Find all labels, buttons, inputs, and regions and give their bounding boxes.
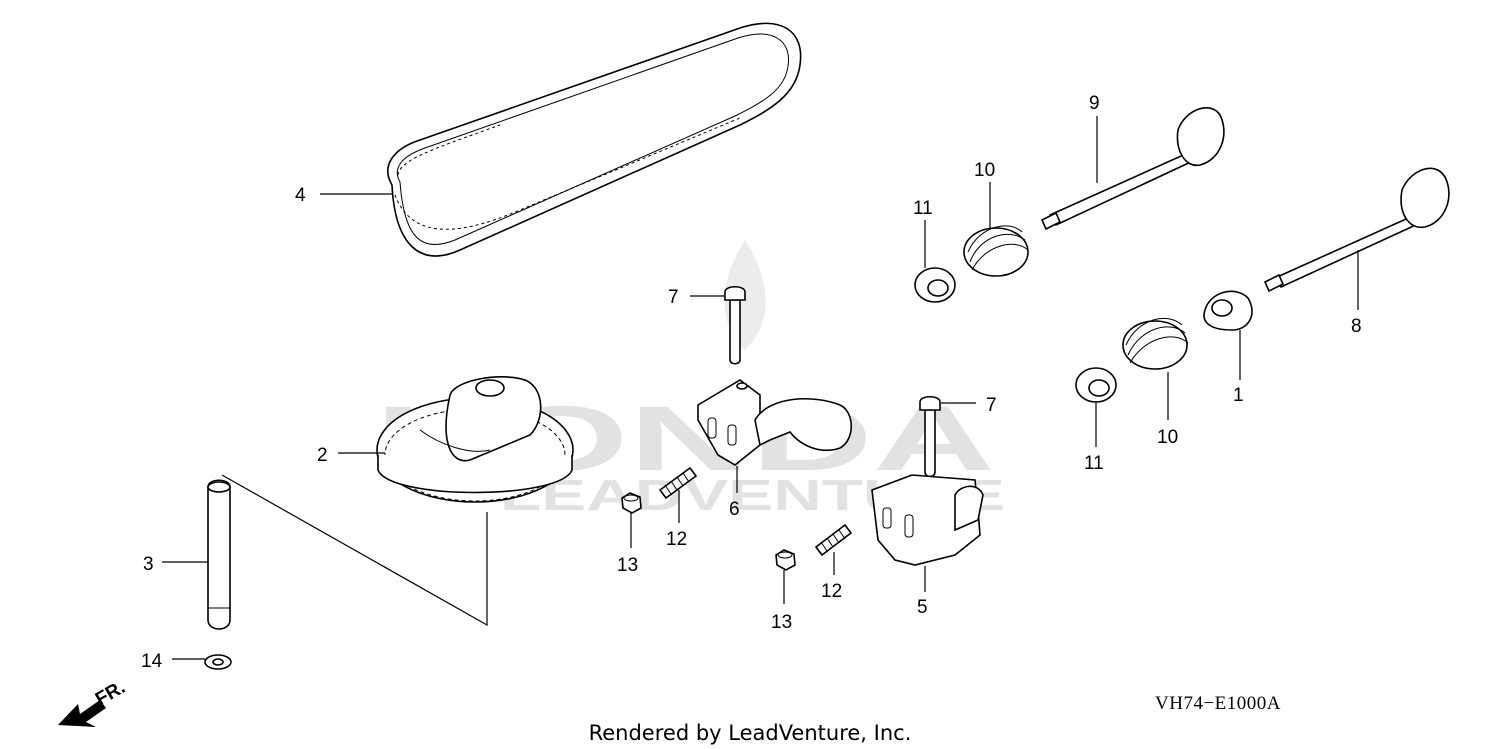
washer (204, 654, 232, 670)
adjusting-stud (658, 466, 698, 500)
pivot-bolt (724, 285, 746, 365)
callout-3: 3 (143, 554, 154, 575)
camshaft-pin (207, 479, 231, 630)
callout-13a: 13 (617, 555, 638, 576)
rocker-arm (697, 379, 853, 466)
callout-13b: 13 (771, 612, 792, 633)
callout-7a: 7 (668, 287, 679, 308)
callout-2: 2 (317, 445, 328, 466)
callout-1: 1 (1233, 385, 1244, 406)
adjusting-stud (814, 523, 853, 557)
callout-11a: 11 (913, 198, 933, 219)
valve-stem-seal (1203, 290, 1253, 331)
valve (1040, 106, 1225, 231)
callout-9: 9 (1089, 93, 1100, 114)
spring-retainer (1075, 367, 1117, 403)
camshaft-gear (376, 376, 574, 503)
callout-14: 14 (141, 651, 163, 672)
leader-lines (162, 116, 1359, 660)
valve-spring (1122, 317, 1189, 370)
valve (1263, 167, 1450, 293)
callout-5: 5 (917, 597, 928, 618)
rocker-arm (871, 474, 984, 566)
spring-retainer (914, 267, 956, 303)
callout-12b: 12 (821, 581, 842, 602)
callout-12a: 12 (666, 529, 687, 550)
callout-labels: 4 2 3 14 7 7 6 5 12 12 13 13 9 8 10 10 1… (141, 93, 1362, 672)
callout-8: 8 (1351, 316, 1362, 337)
valve-spring (963, 225, 1029, 277)
front-direction-arrow: FR. (58, 677, 129, 727)
callout-4: 4 (295, 185, 306, 206)
diagram-code: VH74−E1000A (1155, 693, 1281, 714)
adjusting-nut (621, 492, 642, 514)
callout-7b: 7 (986, 395, 997, 416)
callout-11b: 11 (1084, 453, 1104, 474)
callout-10b: 10 (1157, 427, 1178, 448)
adjusting-nut (775, 549, 796, 571)
callout-6: 6 (729, 499, 740, 520)
render-credit: Rendered by LeadVenture, Inc. (589, 721, 912, 745)
callout-10a: 10 (974, 160, 995, 181)
timing-belt (387, 22, 802, 257)
